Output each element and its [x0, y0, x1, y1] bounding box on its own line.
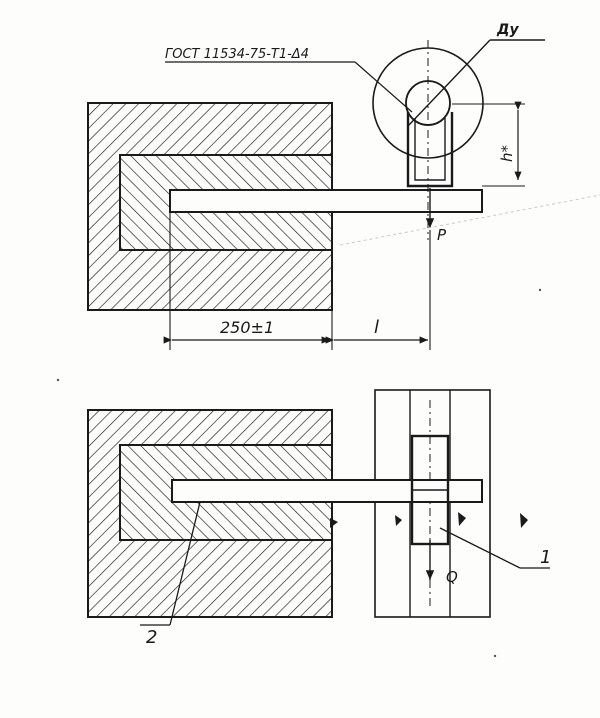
gost-label: ГОСТ 11534-75-Т1-Δ4 [165, 47, 309, 62]
part-1-label: 1 [540, 547, 551, 568]
leader-2 [169, 501, 201, 626]
q-label: Q [446, 568, 458, 586]
bottom-specimen-bar [171, 479, 483, 503]
bottom-view [56, 288, 550, 658]
l-label: l [374, 317, 379, 338]
p-label: P [437, 226, 447, 244]
dim-250-label: 250±1 [220, 318, 274, 337]
top-specimen-bar [169, 189, 483, 213]
top-view [87, 39, 600, 350]
guide-plate [374, 389, 491, 618]
part-2-label: 2 [146, 627, 157, 648]
du-leader [407, 39, 491, 127]
h-label: h* [498, 144, 516, 162]
du-label: Ду [496, 22, 519, 38]
leader-1 [439, 527, 521, 569]
clamp-bracket [406, 112, 454, 188]
